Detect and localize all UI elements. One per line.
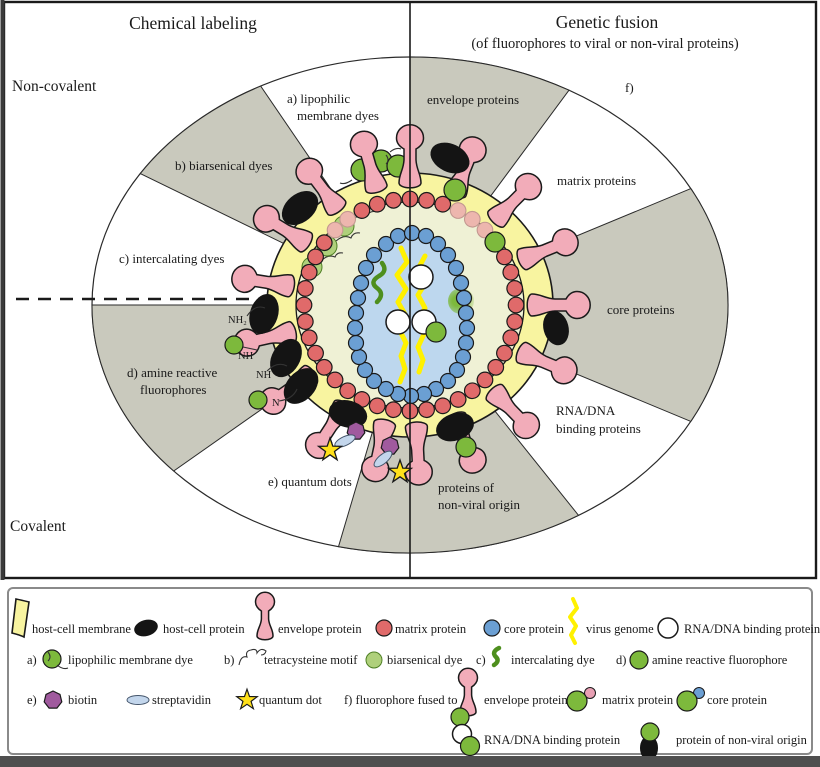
legend: host-cell membrane host-cell protein env… <box>11 591 820 761</box>
legend-key-e: e) <box>27 693 37 707</box>
sector-label-d-2: fluorophores <box>140 382 206 397</box>
subtitle-genetic-fusion: (of fluorophores to viral or non-viral p… <box>471 36 739 52</box>
legend-box <box>7 587 813 755</box>
sector-label-a-2: membrane dyes <box>297 108 379 123</box>
sector-label-e: e) quantum dots <box>268 474 352 489</box>
intercalating-dye-icon <box>491 645 502 668</box>
matrix-protein-icon <box>375 619 393 637</box>
legend-label-fused-rna: RNA/DNA binding protein <box>484 733 621 747</box>
biotin-icon <box>43 690 63 709</box>
bottom-bar <box>0 756 820 767</box>
intercalating-dye-squiggle <box>371 260 387 305</box>
amine-label-n: N <box>272 398 280 409</box>
sector-label-rna-1: RNA/DNA <box>556 403 616 418</box>
amine-fluorophore-2 <box>248 390 268 410</box>
sector-label-nonviral-2: non-viral origin <box>438 497 520 512</box>
legend-label-matrix-protein: matrix protein <box>395 622 467 636</box>
legend-label-fused-matrix: matrix protein <box>602 693 674 707</box>
sector-label-c: c) intercalating dyes <box>119 251 224 266</box>
sector-label-d-1: d) amine reactive <box>127 365 217 380</box>
fused-envelope-fluorophore-icon <box>450 707 470 727</box>
amine-fluorophore-icon <box>629 650 649 670</box>
amine-reactive-group: NH₂ NH NH N <box>224 306 298 410</box>
legend-label-intercalating: intercalating dye <box>511 653 595 667</box>
sector-label-a-1: a) lipophilic <box>287 91 350 106</box>
sector-label-rna-2: binding proteins <box>556 421 641 436</box>
sector-label-matrix-proteins: matrix proteins <box>557 173 636 188</box>
legend-label-amine: amine reactive fluorophore <box>652 653 788 667</box>
fused-matrix-fluorophore-icon <box>566 690 588 712</box>
fused-fluorophores <box>443 178 506 458</box>
sector-label-b: b) biarsenical dyes <box>175 158 272 173</box>
sector-label-nonviral-1: proteins of <box>438 480 495 495</box>
core-protein-icon <box>483 619 501 637</box>
legend-key-a: a) <box>27 653 37 667</box>
fluorophore-on-nonviral-protein <box>455 436 477 458</box>
title-genetic-fusion: Genetic fusion <box>556 12 659 32</box>
fluorophore-on-matrix-protein <box>484 231 506 253</box>
legend-label-virus-genome: virus genome <box>586 622 654 636</box>
nonviral-fluorophore-icon <box>640 722 660 742</box>
legend-label-host-protein: host-cell protein <box>163 622 245 636</box>
label-non-covalent: Non-covalent <box>12 78 97 95</box>
legend-key-c: c) <box>476 653 486 667</box>
amine-label-nh-a: NH <box>238 351 254 362</box>
sector-label-envelope-proteins: envelope proteins <box>427 92 519 107</box>
legend-label-host-membrane: host-cell membrane <box>32 622 131 636</box>
host-cell-protein-icon <box>134 619 158 637</box>
legend-label-rna-protein: RNA/DNA binding protein <box>684 622 820 636</box>
legend-label-biarsenical: biarsenical dye <box>387 653 463 667</box>
legend-label-biotin: biotin <box>68 693 98 707</box>
sector-label-core-proteins: core proteins <box>607 302 675 317</box>
title-chemical-labeling: Chemical labeling <box>129 13 257 33</box>
amine-label-nh-b: NH <box>256 370 272 381</box>
host-cell-membrane-icon <box>11 598 30 639</box>
legend-label-envelope-protein: envelope protein <box>278 622 362 636</box>
virus-genome-icon <box>568 597 579 645</box>
tetracysteine-motif-icon <box>238 648 267 666</box>
fluorophore-on-rna-binding-protein <box>425 321 447 343</box>
label-covalent: Covalent <box>10 518 67 535</box>
lipophilic-dye-icon <box>42 649 62 669</box>
legend-label-nonviral: protein of non-viral origin <box>676 733 808 747</box>
rna-binding-protein-icon <box>657 617 679 639</box>
legend-label-tetracysteine: tetracysteine motif <box>264 653 358 667</box>
fused-matrix-small-icon <box>584 687 596 699</box>
legend-label-quantum-dot: quantum dot <box>259 693 322 707</box>
streptavidin-icon <box>126 695 150 705</box>
sector-label-f: f) <box>625 80 634 95</box>
sector-labels: a) lipophilic membrane dyes b) biarsenic… <box>119 80 675 512</box>
biarsenical-dye-icon <box>365 651 383 669</box>
legend-key-f: f) fluorophore fused to <box>344 693 458 707</box>
core-capsid <box>356 235 466 397</box>
fused-core-fluorophore-icon <box>676 690 698 712</box>
legend-label-lipophilic: lipophilic membrane dye <box>68 653 193 667</box>
fused-rna-fluorophore-icon <box>459 735 481 757</box>
legend-label-streptavidin: streptavidin <box>152 693 212 707</box>
host-cell-proteins <box>249 142 569 442</box>
fluorophore-on-envelope-protein <box>443 178 467 202</box>
legend-key-d: d) <box>616 653 626 667</box>
legend-label-fused-core: core protein <box>707 693 768 707</box>
amine-label-nh2: NH₂ <box>228 315 247 326</box>
legend-label-fused-envelope: envelope protein <box>484 693 568 707</box>
rna-dna-binding-protein-1 <box>408 264 434 290</box>
legend-label-core-protein: core protein <box>504 622 565 636</box>
amine-fluorophore-1 <box>224 335 244 355</box>
rna-dna-binding-protein-2 <box>385 309 411 335</box>
legend-key-b: b) <box>224 653 234 667</box>
